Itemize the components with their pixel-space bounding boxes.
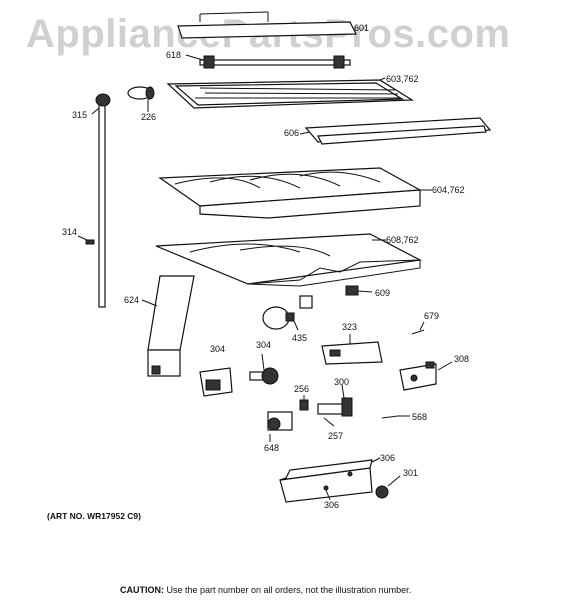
callout-306-hole: 306	[324, 500, 340, 510]
part-679-screw	[411, 321, 425, 335]
callout-257: 257	[328, 431, 344, 441]
part-601-frame	[177, 11, 357, 39]
callout-606: 606	[284, 128, 300, 138]
callout-306-housing: 306	[380, 453, 396, 463]
part-304-housing	[199, 367, 233, 397]
part-568-screw	[381, 415, 410, 419]
part-618-rod	[185, 54, 351, 69]
part-300-switch	[317, 384, 353, 417]
part-257-screw	[323, 417, 335, 427]
callout-315: 315	[72, 110, 88, 120]
callout-608: 608,762	[386, 235, 419, 245]
caution-text: Use the part number on all orders, not t…	[164, 585, 412, 595]
part-603-shelf	[166, 77, 414, 109]
part-609-clip	[345, 285, 373, 296]
callout-304-housing: 304	[210, 344, 226, 354]
callout-604: 604,762	[432, 185, 465, 195]
part-306-housing	[279, 457, 381, 503]
part-608-pan	[155, 233, 422, 287]
part-256-switch	[299, 395, 309, 411]
callout-609: 609	[375, 288, 391, 298]
callout-301: 301	[403, 468, 419, 478]
caution-note: CAUTION: Use the part number on all orde…	[120, 585, 411, 595]
part-604-shelf	[158, 167, 432, 219]
caution-prefix: CAUTION:	[120, 585, 164, 595]
callout-603: 603,762	[386, 74, 419, 84]
part-315-pole	[77, 93, 111, 308]
part-323-bracket	[321, 334, 383, 365]
part-304-knob	[249, 353, 279, 385]
callout-618: 618	[166, 50, 182, 60]
part-226-cap	[127, 86, 155, 112]
callout-300: 300	[334, 377, 350, 387]
art-number: (ART NO. WR17952 C9)	[47, 511, 141, 521]
callout-314: 314	[62, 227, 78, 237]
part-301-knob	[375, 475, 401, 499]
callout-323: 323	[342, 322, 358, 332]
part-648-socket	[267, 411, 293, 442]
callout-624: 624	[124, 295, 140, 305]
callout-304-knob: 304	[256, 340, 272, 350]
part-308-bracket	[399, 361, 453, 391]
callout-679: 679	[424, 311, 440, 321]
callout-601: 601	[354, 23, 370, 33]
part-435-bulb	[262, 295, 313, 331]
callout-256: 256	[294, 384, 310, 394]
callout-648: 648	[264, 443, 280, 453]
part-606-cover	[299, 117, 492, 145]
callout-435: 435	[292, 333, 308, 343]
callout-568: 568	[412, 412, 428, 422]
part-624-panel	[141, 275, 195, 377]
callout-226: 226	[141, 112, 157, 122]
callout-308: 308	[454, 354, 470, 364]
